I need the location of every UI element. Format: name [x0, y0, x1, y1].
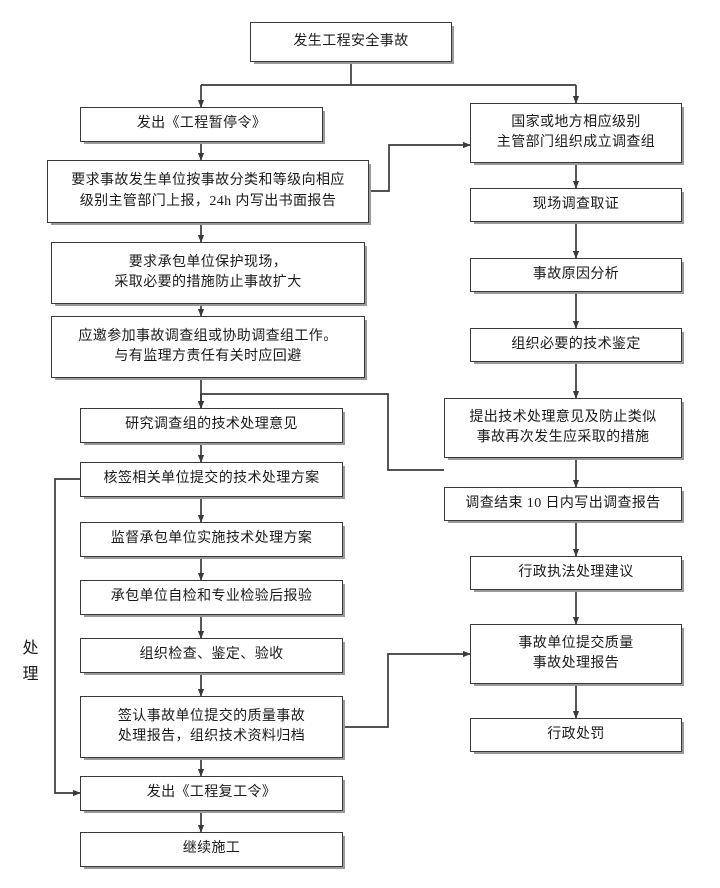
node-label: 要求事故发生单位按事故分类和等级向相应 级别主管部门上报，24h 内写出书面报告 — [71, 173, 345, 209]
node-organize-check-appraisal-acceptance[interactable]: 组织检查、鉴定、验收 — [80, 638, 343, 673]
node-label: 事故单位提交质量 事故处理报告 — [518, 635, 634, 671]
node-join-investigation-group[interactable]: 应邀参加事故调查组或协助调查组工作。 与有监理方责任有关时应回避 — [51, 316, 365, 378]
node-study-technical-opinion[interactable]: 研究调查组的技术处理意见 — [80, 408, 343, 443]
node-label: 行政处罚 — [547, 726, 605, 742]
node-label: 承包单位自检和专业检验后报验 — [110, 589, 313, 605]
node-accident-cause-analysis[interactable]: 事故原因分析 — [470, 258, 682, 292]
node-label: 监督承包单位实施技术处理方案 — [110, 531, 313, 547]
node-administrative-enforcement-advice[interactable]: 行政执法处理建议 — [470, 556, 682, 590]
node-label: 发出《工程暂停令》 — [136, 116, 267, 132]
node-continue-construction[interactable]: 继续施工 — [80, 832, 343, 867]
node-label: 调查结束 10 日内写出调查报告 — [465, 495, 661, 511]
node-label: 研究调查组的技术处理意见 — [125, 417, 298, 433]
node-label: 核签相关单位提交的技术处理方案 — [103, 471, 320, 487]
node-supervise-implementation[interactable]: 监督承包单位实施技术处理方案 — [80, 522, 343, 557]
edge-sign-report-to-unit-submits-report — [343, 650, 471, 728]
edge-countersign-loop-to-resume-order — [54, 478, 81, 797]
node-label: 国家或地方相应级别 主管部门组织成立调查组 — [496, 114, 656, 150]
node-label: 继续施工 — [182, 841, 241, 857]
node-label: 发出《工程复工令》 — [146, 785, 277, 801]
node-label: 要求承包单位保护现场， 采取必要的措施防止事故扩大 — [114, 254, 302, 290]
edge-report-to-investigation-group — [369, 141, 471, 192]
node-propose-technical-measures[interactable]: 提出技术处理意见及防止类似 事故再次发生应采取的措施 — [444, 398, 682, 458]
node-contractor-self-inspection[interactable]: 承包单位自检和专业检验后报验 — [80, 580, 343, 615]
node-label: 事故原因分析 — [532, 266, 620, 282]
process-side-label-text: 处 理 — [22, 640, 40, 684]
node-site-investigation-evidence[interactable]: 现场调查取证 — [470, 188, 682, 222]
node-sign-quality-accident-report[interactable]: 签认事故单位提交的质量事故 处理报告，组织技术资料归档 — [80, 696, 343, 758]
node-unit-submits-quality-report[interactable]: 事故单位提交质量 事故处理报告 — [470, 624, 682, 684]
node-label: 现场调查取证 — [532, 196, 620, 212]
node-accident-occurs[interactable]: 发生工程安全事故 — [250, 22, 452, 62]
node-administrative-penalty[interactable]: 行政处罚 — [470, 718, 682, 752]
node-label: 组织必要的技术鉴定 — [511, 336, 641, 352]
node-protect-site[interactable]: 要求承包单位保护现场， 采取必要的措施防止事故扩大 — [51, 242, 365, 304]
node-issue-resumption-order[interactable]: 发出《工程复工令》 — [80, 776, 343, 811]
node-label: 应邀参加事故调查组或协助调查组工作。 与有监理方责任有关时应回避 — [78, 328, 338, 364]
node-label: 提出技术处理意见及防止类似 事故再次发生应采取的措施 — [469, 409, 657, 445]
node-label: 签认事故单位提交的质量事故 处理报告，组织技术资料归档 — [117, 708, 306, 744]
node-label: 发生工程安全事故 — [293, 33, 409, 49]
process-side-label: 处 理 — [18, 636, 44, 689]
node-issue-suspension-order[interactable]: 发出《工程暂停令》 — [80, 107, 323, 142]
node-require-unit-report[interactable]: 要求事故发生单位按事故分类和等级向相应 级别主管部门上报，24h 内写出书面报告 — [47, 160, 369, 223]
node-label: 行政执法处理建议 — [518, 564, 634, 580]
node-countersign-technical-plan[interactable]: 核签相关单位提交的技术处理方案 — [80, 462, 343, 497]
node-write-investigation-report[interactable]: 调查结束 10 日内写出调查报告 — [444, 487, 682, 521]
node-organize-technical-appraisal[interactable]: 组织必要的技术鉴定 — [470, 328, 682, 362]
node-label: 组织检查、鉴定、验收 — [139, 647, 284, 663]
node-establish-investigation-group[interactable]: 国家或地方相应级别 主管部门组织成立调查组 — [470, 103, 682, 163]
